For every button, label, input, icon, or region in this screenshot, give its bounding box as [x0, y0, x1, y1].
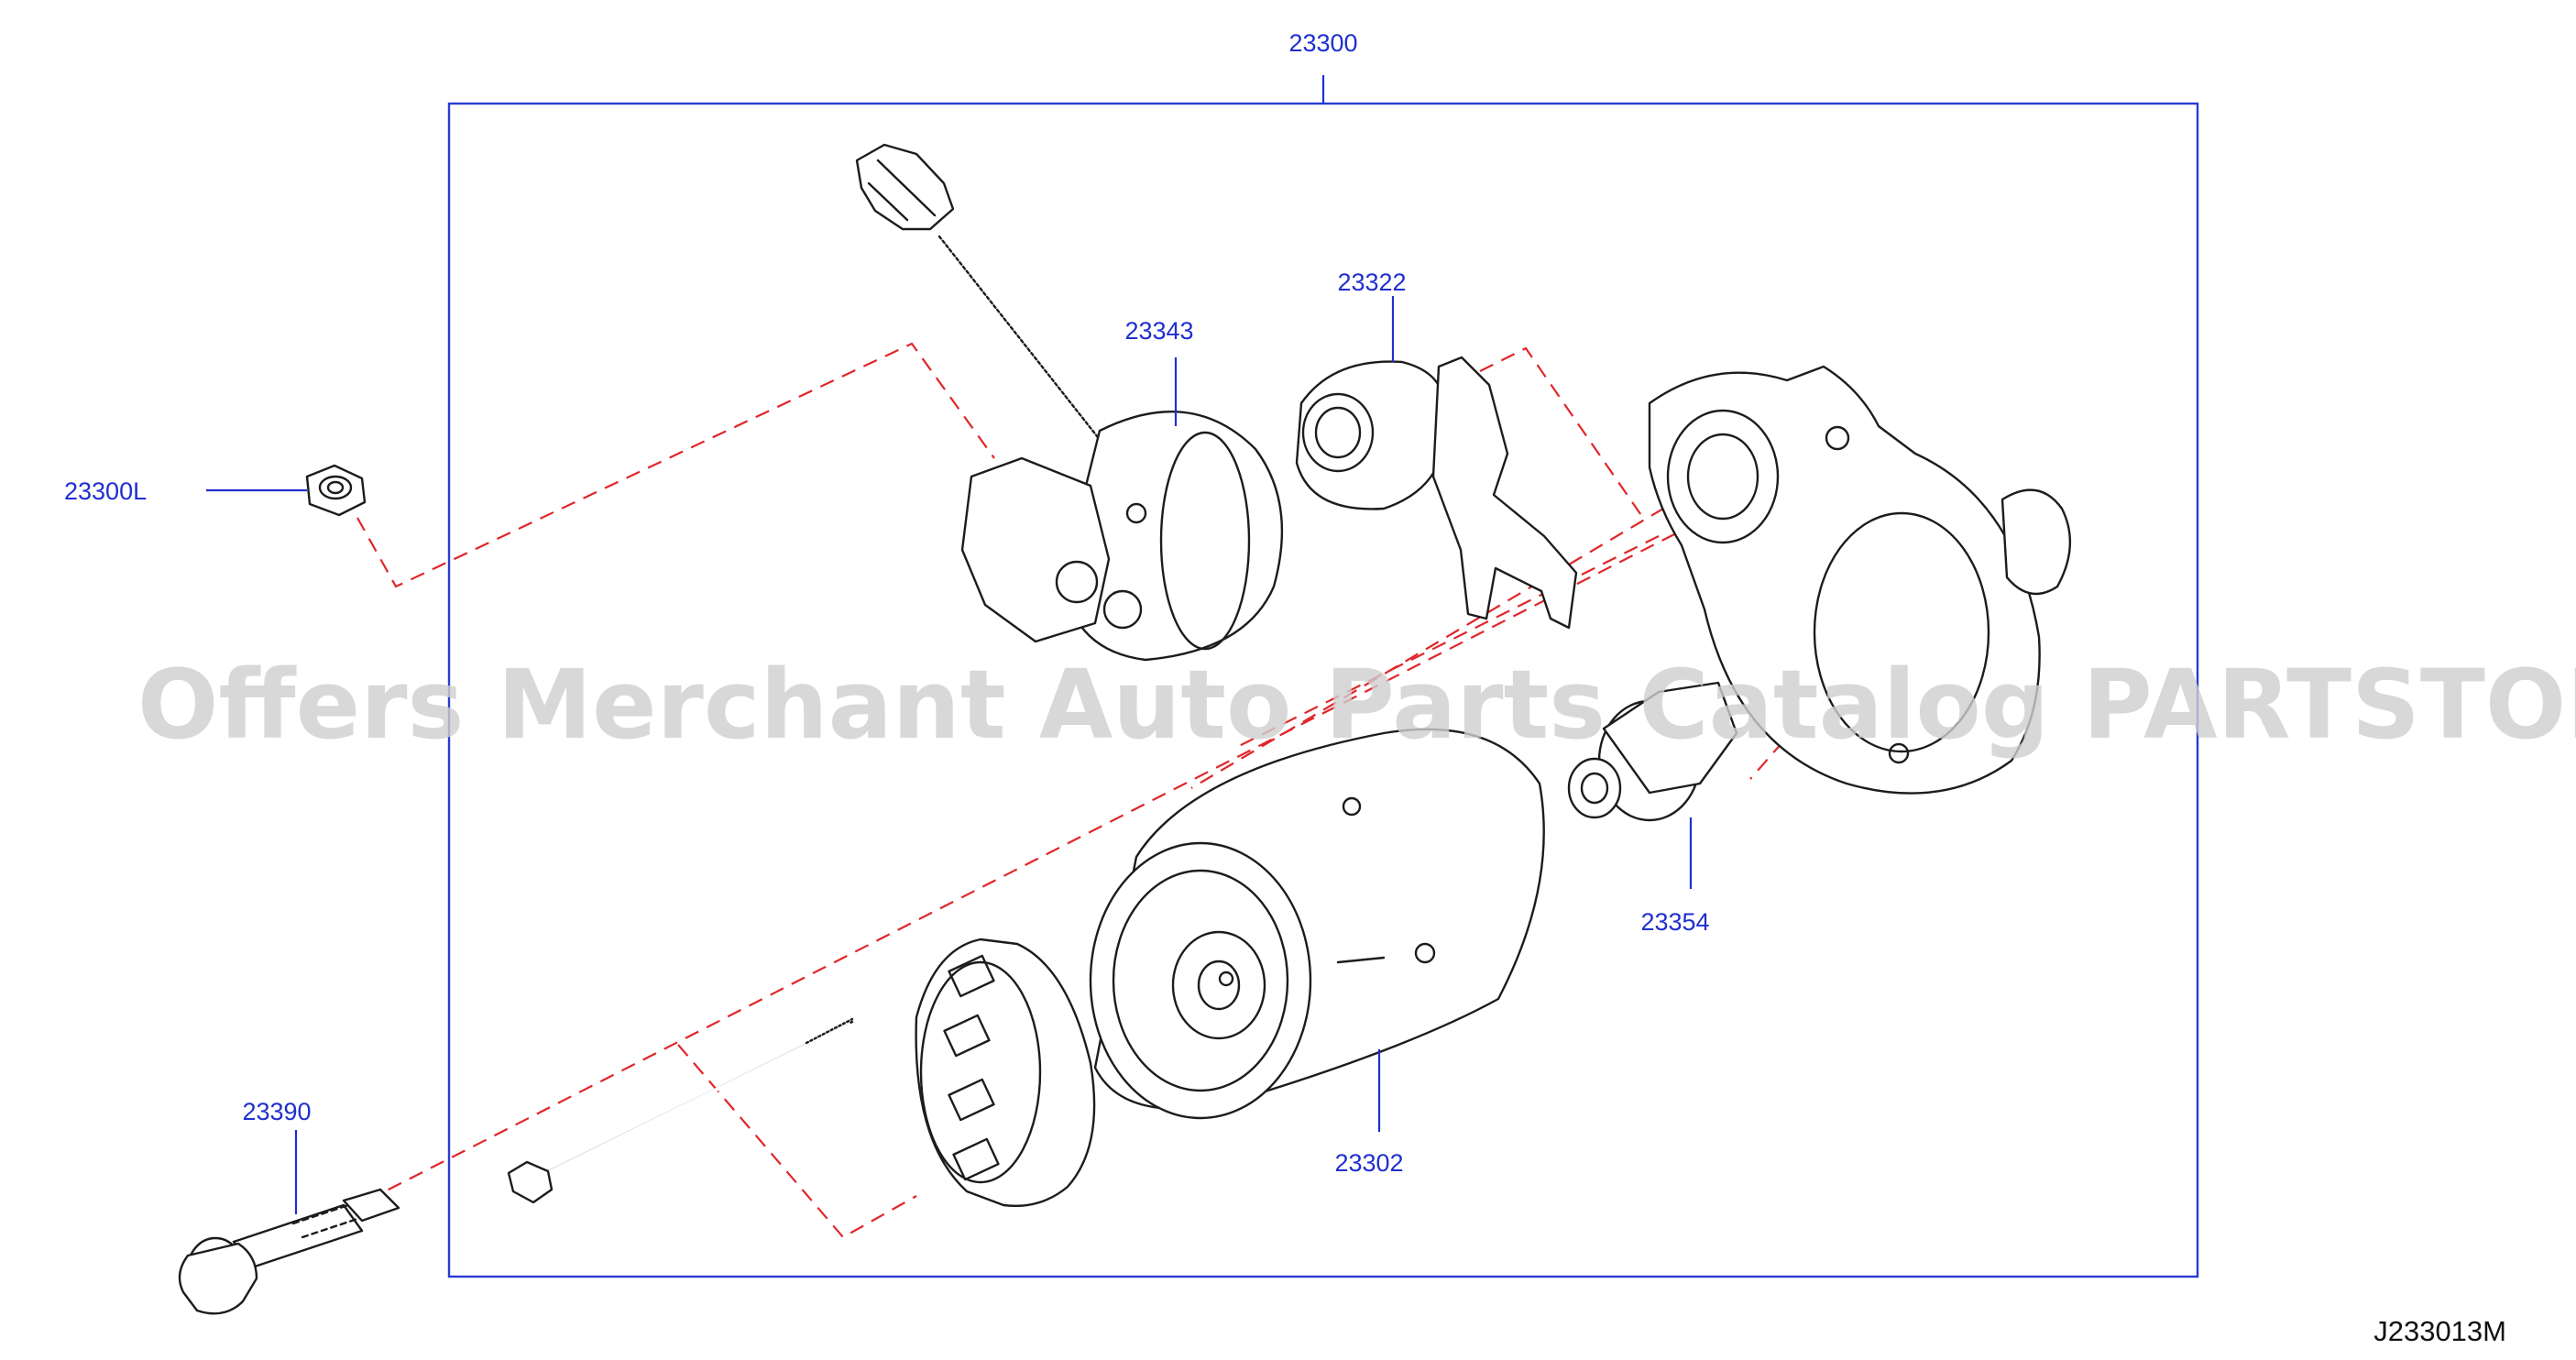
lever-part-label[interactable]: 23322: [1337, 269, 1406, 296]
assembly-part-label[interactable]: 23300: [1288, 29, 1357, 57]
watermark-text: Offers Merchant Auto Parts Catalog PARTS…: [137, 649, 2576, 761]
pinion-part-label[interactable]: 23354: [1640, 908, 1709, 936]
diagram-code: J233013M: [2373, 1315, 2506, 1347]
yoke-drawing: [1089, 728, 1545, 1120]
leader-lines: [206, 296, 1693, 1214]
pinion-drawing: [1567, 681, 1738, 822]
solenoid-part-label[interactable]: 23343: [1124, 317, 1193, 345]
lever-drawing: [1295, 356, 1578, 630]
yoke-part-label[interactable]: 23302: [1334, 1149, 1403, 1177]
through-bolt-drawing: [507, 1017, 854, 1204]
solenoid-drawing: [855, 143, 1284, 662]
nut-drawing: [305, 464, 367, 517]
bolt-part-label[interactable]: 23390: [242, 1098, 311, 1125]
end-cover-drawing: [915, 938, 1096, 1207]
drive-housing-drawing: [1648, 365, 2071, 795]
bolt-drawing: [178, 1188, 400, 1315]
nut-part-label[interactable]: 23300L: [64, 477, 147, 505]
